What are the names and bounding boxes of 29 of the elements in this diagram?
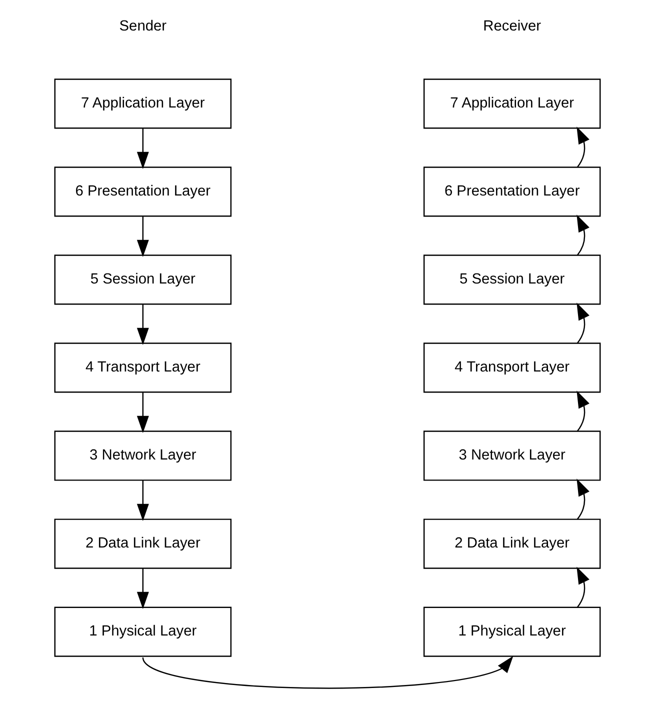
node-box: 6 Presentation Layer xyxy=(422,166,600,217)
arrow xyxy=(136,304,148,345)
arrow xyxy=(576,214,589,256)
arrow xyxy=(576,566,589,608)
node-box: 7 Application Layer xyxy=(422,78,600,129)
node-box: 1 Physical Layer xyxy=(54,606,232,657)
arrow xyxy=(576,126,589,168)
node-box: 7 Application Layer xyxy=(54,78,232,129)
node-box: 1 Physical Layer xyxy=(422,606,600,657)
node-box: 3 Network Layer xyxy=(422,430,600,481)
node-box: 5 Session Layer xyxy=(54,254,232,305)
node-box: 4 Transport Layer xyxy=(54,342,232,393)
node-box: 2 Data Link Layer xyxy=(54,518,232,569)
label: Receiver xyxy=(482,18,541,34)
arrow xyxy=(136,568,148,610)
arrow xyxy=(576,478,589,520)
node-box: 5 Session Layer xyxy=(422,254,600,305)
arrow xyxy=(142,656,513,689)
arrow xyxy=(576,302,589,344)
node-box: 4 Transport Layer xyxy=(422,342,600,393)
arrow xyxy=(136,480,148,522)
arrow xyxy=(136,392,148,434)
arrow xyxy=(136,216,148,257)
node-box: 2 Data Link Layer xyxy=(422,518,600,569)
arrow xyxy=(136,128,148,169)
node-box: 3 Network Layer xyxy=(54,430,232,481)
arrow xyxy=(576,390,589,432)
node-box: 6 Presentation Layer xyxy=(54,166,232,217)
label: Sender xyxy=(118,18,166,34)
